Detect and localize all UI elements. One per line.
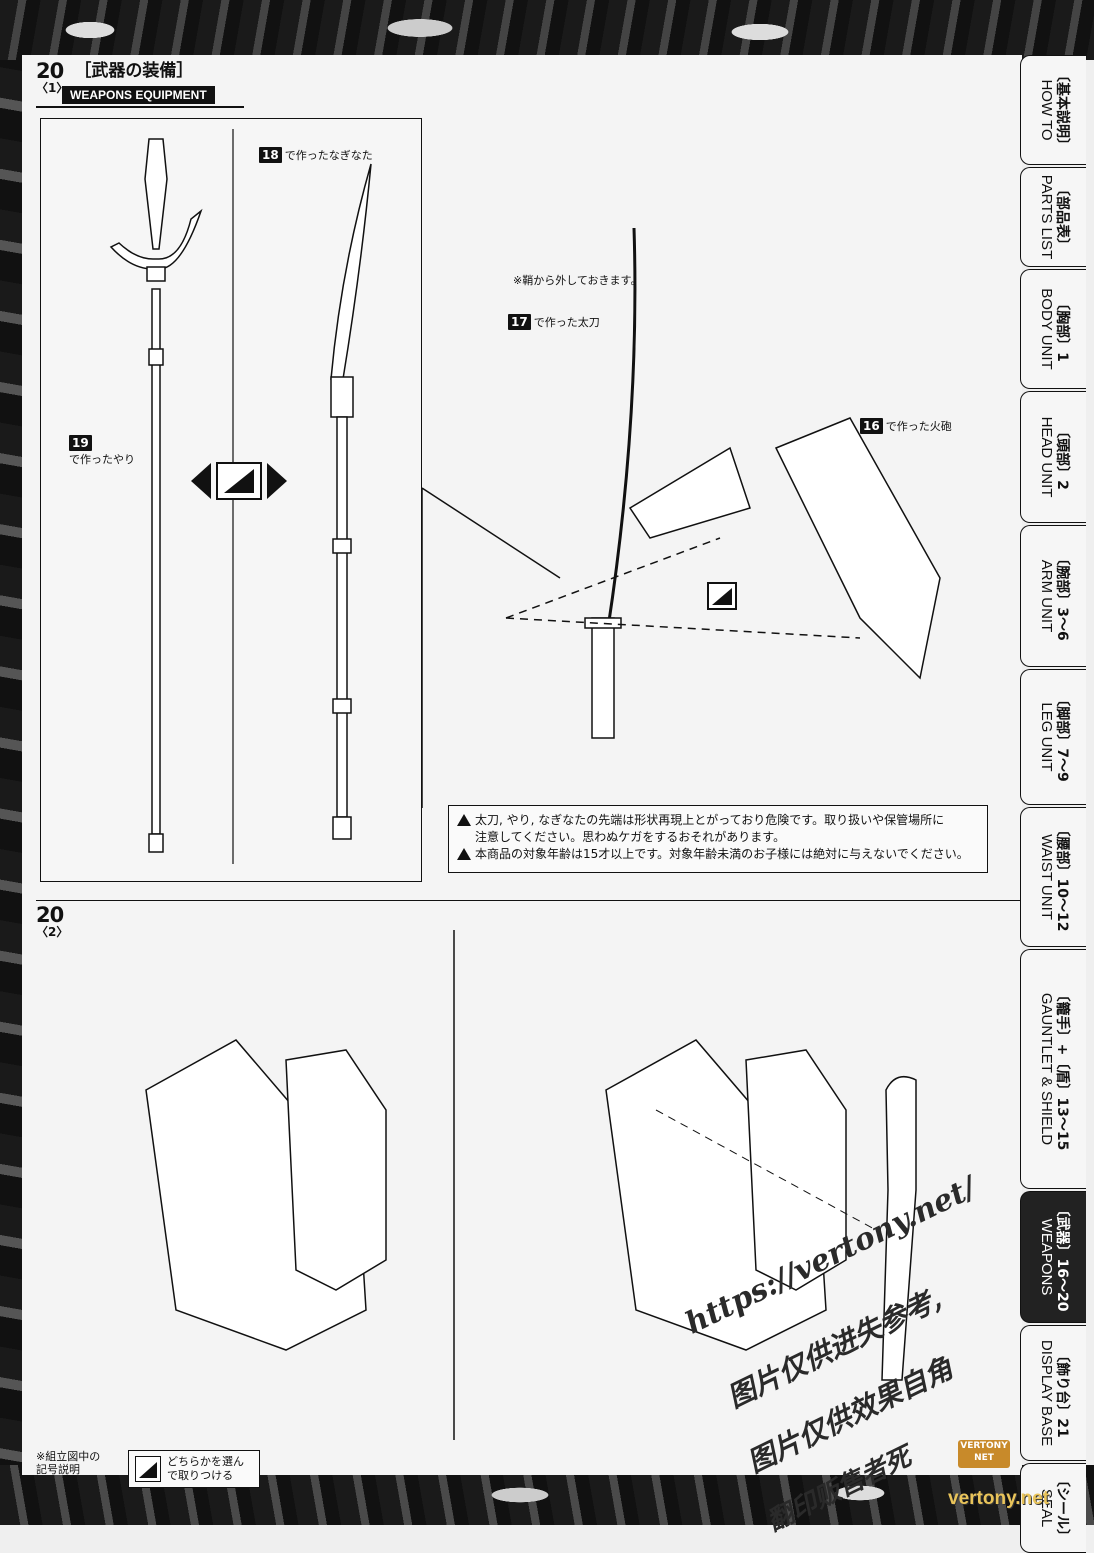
note-remove-scabbard: ※鞘から外しておきます。 [513,274,642,287]
tab-label-jp: 〔脚部〕7〜9 [1053,692,1070,782]
weapons-illustration [109,129,372,864]
warning-text-3: 本商品の対象年齢は15才以上です。対象年齢未満のお子様には絶対に与えないでくださ… [475,847,969,861]
step-number: 20 [36,903,64,927]
mount-cannon-illustration [145,930,917,1440]
callout-text: で作った火砲 [885,420,952,433]
tab-label-en: LEG UNIT [1037,702,1055,772]
tab-label-jp: 〔腰部〕10〜12 [1053,822,1070,932]
tab-label-jp: 〔武器〕16〜20 [1053,1202,1070,1312]
select-either-icon [135,1456,161,1482]
tab-label-en: BODY UNIT [1037,288,1055,370]
tab-label-en: WAIST UNIT [1037,834,1055,920]
step-title-en: WEAPONS EQUIPMENT [62,86,215,104]
warning-icon [457,848,471,860]
part-number-badge: 18 [259,147,282,163]
naginata-drawing [330,163,372,840]
vertony-site: vertony.net [948,1488,1050,1509]
yari-spear-drawing [109,138,203,853]
warning-text-2: 注意してください。思わぬケガをするおそれがあります。 [475,830,786,844]
step-substep: 〈2〉 [36,925,69,939]
callout-text: で作った太刀 [533,316,600,329]
callout-text: で作ったなぎなた [284,149,373,162]
step-header-2: 20 〈2〉 [36,904,68,939]
part-number-badge: 16 [860,418,883,434]
section-divider [36,900,1020,901]
tab-how-to[interactable]: 〔基本説明〕HOW TO [1020,55,1086,165]
tachi-and-cannon-illustration [421,227,941,808]
select-either-icon-small [707,582,737,610]
tab-label-en: PARTS LIST [1037,174,1055,260]
safety-warning-box: 太刀, やり, なぎなたの先端は形状再現上とがっており危険です。取り扱いや保管場… [448,805,988,873]
tab-label-en: HEAD UNIT [1037,416,1055,498]
step-substep: 〈1〉 [36,81,69,95]
step-header: 20 〈1〉 ［武器の装備］ [36,60,193,95]
tab-label-jp: 〔胸部〕1 [1053,296,1070,362]
symbol-legend-label: ※組立図中の 記号説明 [36,1450,101,1476]
tab-label-en: ARM UNIT [1037,559,1055,633]
tab-label-en: GAUNTLET & SHIELD [1037,992,1055,1146]
part-number-badge: 19 [69,435,92,451]
tab-label-jp: 〔部品表〕 [1053,181,1070,252]
symbol-legend-box: どちらかを選ん で取りつける [128,1450,260,1488]
tab-label-jp: 〔飾り台〕21 [1053,1348,1070,1438]
part-number-badge: 17 [508,314,531,330]
symbol-legend-text: どちらかを選ん で取りつける [167,1455,244,1482]
warning-icon [457,814,471,826]
tab-label-jp: 〔基本説明〕 [1053,68,1070,152]
step-number: 20 [36,59,64,83]
tab-label-jp: 〔頭部〕2 [1053,424,1070,490]
tab-label-en: WEAPONS [1037,1218,1055,1296]
tab-parts-list[interactable]: 〔部品表〕PARTS LIST [1020,167,1086,267]
step-title: ［武器の装備］ [74,61,194,81]
warning-text-1: 太刀, やり, なぎなたの先端は形状再現上とがっており危険です。取り扱いや保管場… [475,813,945,827]
frame-top-border [0,0,1094,60]
tab-label-jp: 〔籠手〕+〔盾〕13〜15 [1053,987,1070,1151]
frame-left-border [0,0,22,1525]
tab-label-en: HOW TO [1037,79,1055,141]
select-either-icon [191,462,287,500]
tab-label-jp: 〔シール〕 [1053,1473,1070,1543]
yari-callout: 19 で作ったやり [69,435,135,467]
callout-text: で作ったやり [69,453,135,466]
header-rule [36,106,244,108]
vertony-logo: VERTONY NET [958,1440,1010,1468]
tab-label-jp: 〔腕部〕3〜6 [1053,551,1070,641]
tab-label-en: DISPLAY BASE [1037,1339,1055,1447]
